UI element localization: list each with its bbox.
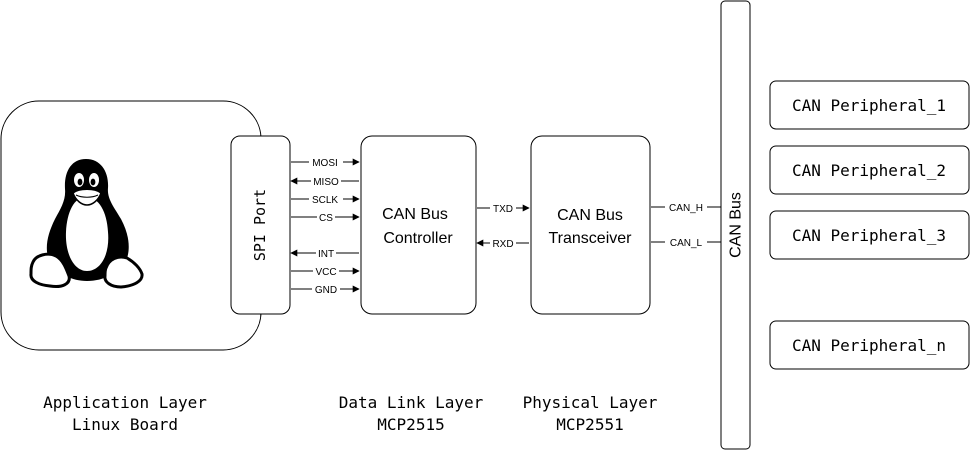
spi-port-label: SPI Port <box>251 189 269 261</box>
bus-signal-lines: CAN_H CAN_L <box>651 201 721 249</box>
peripheral-3: CAN Peripheral_3 <box>769 210 970 260</box>
physical-layer-name: Physical Layer <box>523 393 658 412</box>
can-bus-bar <box>720 0 751 450</box>
peripheral-1-label: CAN Peripheral_1 <box>792 96 946 115</box>
spi-port-box <box>230 135 291 315</box>
int-label: INT <box>318 249 334 260</box>
transceiver-label-line2: Transceiver <box>549 230 633 247</box>
txd-label: TXD <box>493 204 513 215</box>
data-link-layer-name: Data Link Layer <box>339 393 484 412</box>
can-bus-controller-box <box>360 135 477 315</box>
peripheral-3-label: CAN Peripheral_3 <box>792 226 946 245</box>
controller-label-line2: Controller <box>383 230 453 247</box>
peripheral-n: CAN Peripheral_n <box>769 320 970 370</box>
vcc-label: VCC <box>315 267 336 278</box>
can-h-label: CAN_H <box>669 203 703 214</box>
sclk-label: SCLK <box>312 195 338 206</box>
linux-tux-penguin-icon <box>29 159 144 289</box>
peripheral-n-label: CAN Peripheral_n <box>792 336 946 355</box>
gnd-label: GND <box>315 285 337 296</box>
application-layer-name: Application Layer <box>43 393 207 412</box>
controller-label-line1: CAN Bus <box>382 206 448 223</box>
peripheral-2-label: CAN Peripheral_2 <box>792 161 946 180</box>
can-bus-label: CAN Bus <box>728 192 745 258</box>
physical-layer-device: MCP2551 <box>556 415 623 434</box>
transceiver-label-line1: CAN Bus <box>557 207 623 224</box>
cs-label: CS <box>319 213 333 224</box>
application-layer-device: Linux Board <box>72 415 178 434</box>
peripheral-2: CAN Peripheral_2 <box>769 145 970 195</box>
can-bus-transceiver-box <box>530 135 651 315</box>
rxd-label: RXD <box>492 239 513 250</box>
link-signal-lines: TXD RXD <box>476 202 530 250</box>
data-link-layer-device: MCP2515 <box>377 415 444 434</box>
can-l-label: CAN_L <box>670 238 703 249</box>
linux-board <box>0 100 262 351</box>
mosi-label: MOSI <box>312 158 338 169</box>
miso-label: MISO <box>313 177 339 188</box>
peripheral-1: CAN Peripheral_1 <box>769 80 970 130</box>
spi-signal-labels: MOSI MISO SCLK CS INT VCC GND <box>309 156 343 296</box>
